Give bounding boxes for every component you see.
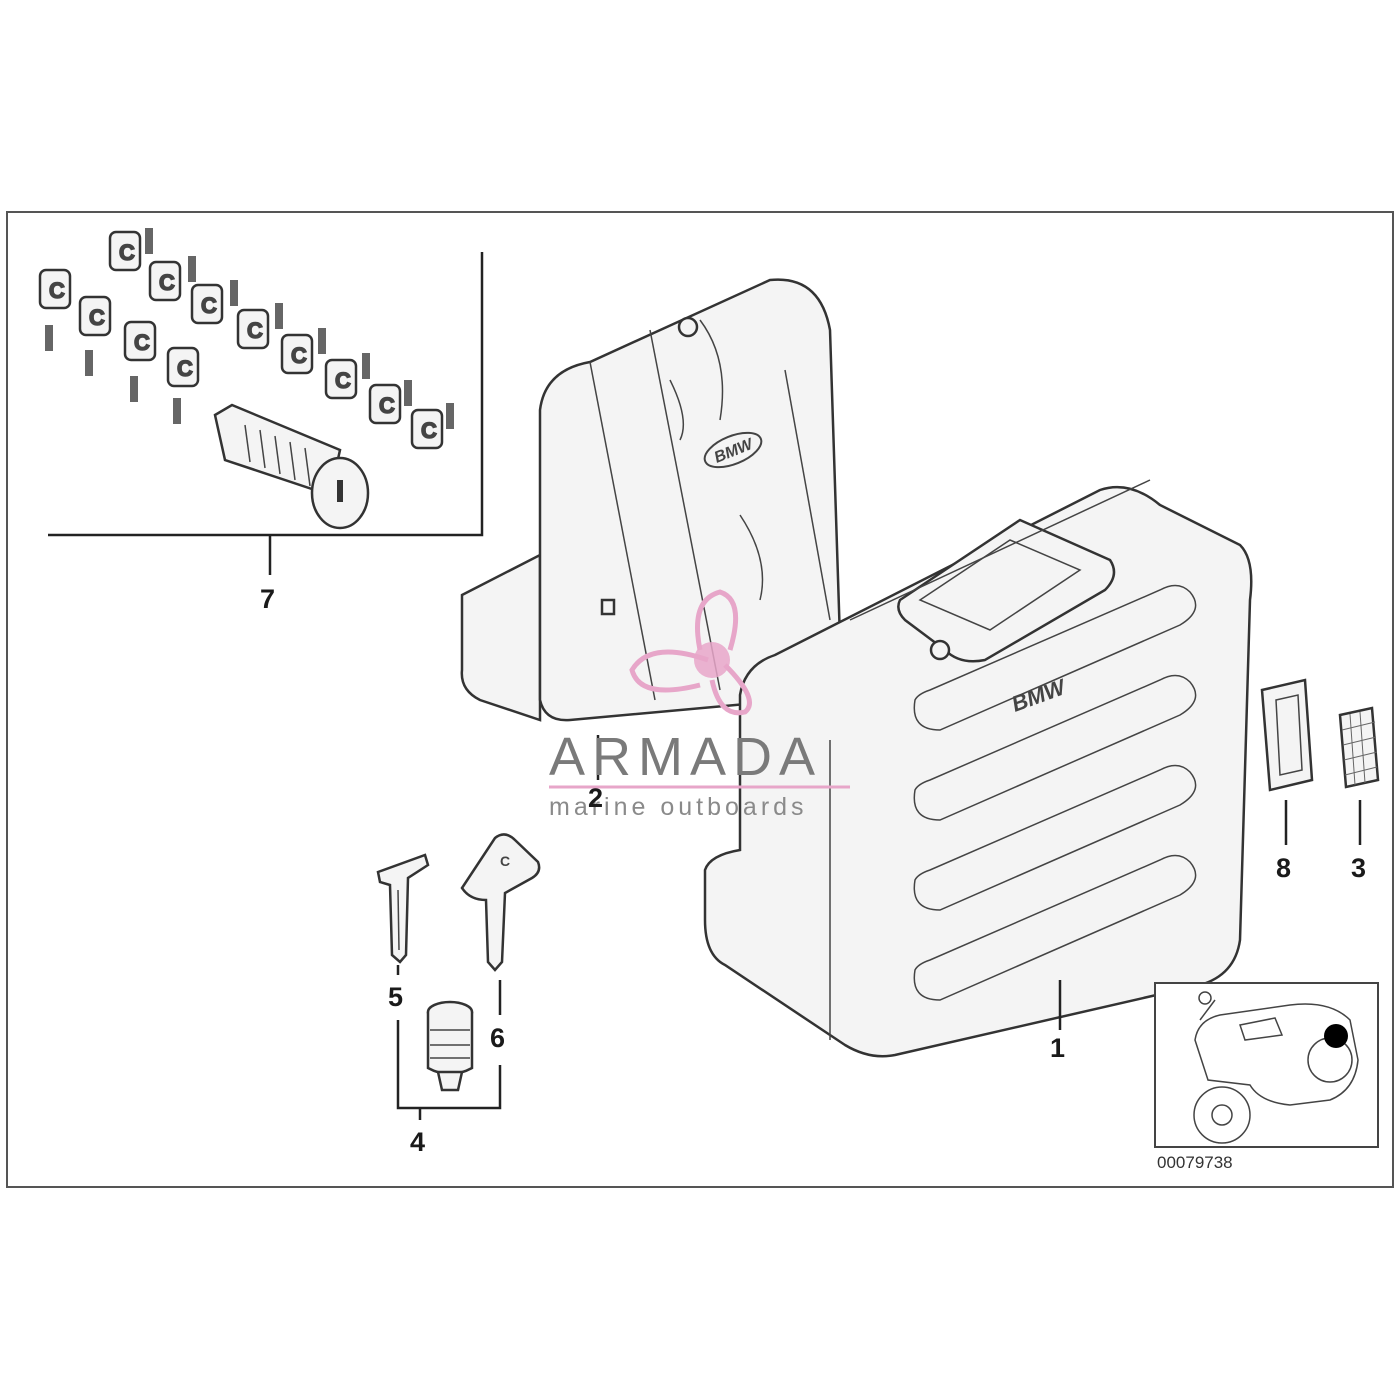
callout-5: 5 (388, 982, 403, 1012)
watermark-subtitle: marine outboards (549, 793, 808, 821)
svg-text:C: C (159, 270, 175, 295)
svg-text:C: C (335, 368, 351, 393)
callout-7: 7 (260, 584, 275, 614)
callout-labels: 1 2 3 4 5 6 7 8 (260, 584, 1366, 1157)
inner-bag: BMW (460, 278, 842, 722)
lock-springs (45, 228, 454, 429)
callout-2: 2 (588, 783, 603, 813)
svg-text:C: C (379, 393, 395, 418)
ignition-lock-barrel (426, 1000, 474, 1092)
lock-tumbler-plates: C C C C C C C C C C C C (38, 230, 444, 450)
svg-text:C: C (291, 343, 307, 368)
propeller-logo (629, 589, 752, 716)
lock-cylinder (213, 403, 370, 530)
svg-text:C: C (119, 240, 135, 265)
svg-text:C: C (49, 278, 65, 303)
svg-text:C: C (500, 853, 510, 869)
callout-4: 4 (410, 1127, 425, 1157)
callout-3: 3 (1351, 853, 1366, 883)
callout-8: 8 (1276, 853, 1291, 883)
location-inset: 00079738 (1154, 982, 1379, 1172)
key-blank-5 (376, 853, 430, 964)
svg-text:C: C (177, 356, 193, 381)
watermark-title: ARMADA (549, 727, 822, 787)
key-folding-6: C (460, 833, 541, 972)
svg-text:C: C (201, 293, 217, 318)
svg-text:C: C (89, 305, 105, 330)
callout-1: 1 (1050, 1033, 1065, 1063)
pannier-case: BMW (703, 479, 1253, 1058)
svg-text:C: C (134, 330, 150, 355)
svg-text:C: C (421, 418, 437, 443)
location-marker (1324, 1024, 1348, 1048)
svg-text:C: C (247, 318, 263, 343)
diagram-frame (6, 211, 1394, 1188)
lock-set-group: C C C C C C C C C C C C (38, 228, 484, 575)
reference-number: 00079738 (1157, 1153, 1233, 1172)
armada-watermark: ARMADA marine outboards (549, 589, 850, 821)
reflector-part (1338, 706, 1380, 789)
callout-6: 6 (490, 1023, 505, 1053)
grommet-part (1260, 678, 1314, 792)
